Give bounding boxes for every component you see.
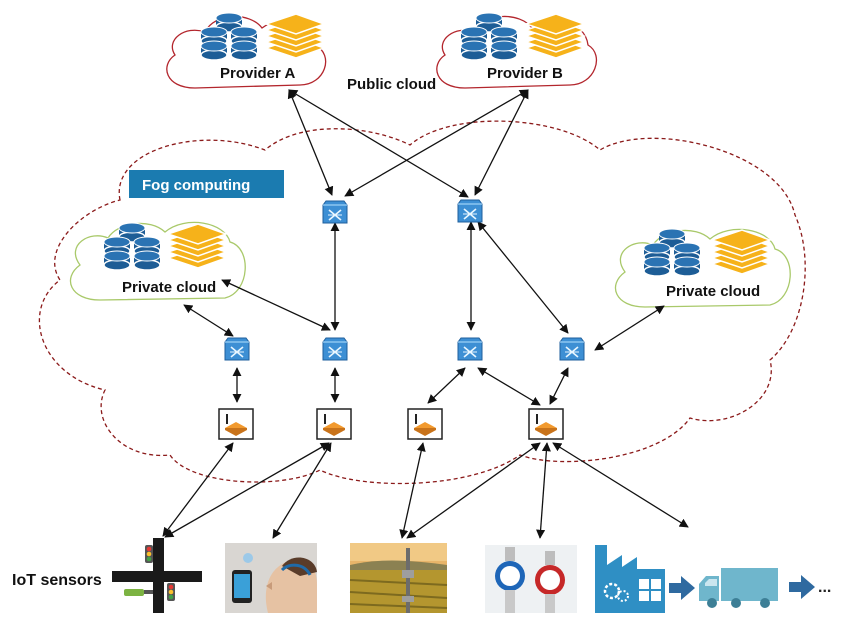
water-meter-icon (485, 545, 577, 613)
factory-icon (595, 545, 665, 613)
fog-router-icon (559, 337, 585, 361)
wearable-health-icon (225, 543, 317, 613)
private-cloud-left-label: Private cloud (122, 279, 216, 296)
server-stack-icon (525, 13, 585, 59)
traffic-light-icon (112, 538, 202, 613)
server-stack-icon (711, 229, 771, 275)
delivery-truck-icon (699, 568, 778, 608)
fog-computing-label: Fog computing (142, 177, 250, 194)
wireless-gateway-icon (407, 408, 443, 440)
ellipsis-label: ... (818, 579, 831, 596)
fog-router-icon (457, 337, 483, 361)
fog-router-icon (322, 337, 348, 361)
private-cloud-right-label: Private cloud (666, 283, 760, 300)
agriculture-field-sensor-icon (349, 543, 448, 613)
fog-computing-badge (129, 170, 284, 198)
wireless-gateway-icon (316, 408, 352, 440)
server-stack-icon (167, 223, 227, 269)
fog-router-icon (322, 200, 348, 224)
fog-router-icon (457, 199, 483, 223)
server-stack-icon (265, 13, 325, 59)
provider-a-label: Provider A (220, 65, 295, 82)
connections (162, 89, 689, 539)
flow-arrow-icon (669, 576, 695, 600)
public-cloud-label: Public cloud (347, 76, 436, 93)
wireless-gateway-icon (528, 408, 564, 440)
flow-arrow-icon (789, 575, 815, 599)
wireless-gateway-icon (218, 408, 254, 440)
provider-b-label: Provider B (487, 65, 563, 82)
iot-sensors-label: IoT sensors (12, 572, 102, 589)
fog-router-icon (224, 337, 250, 361)
